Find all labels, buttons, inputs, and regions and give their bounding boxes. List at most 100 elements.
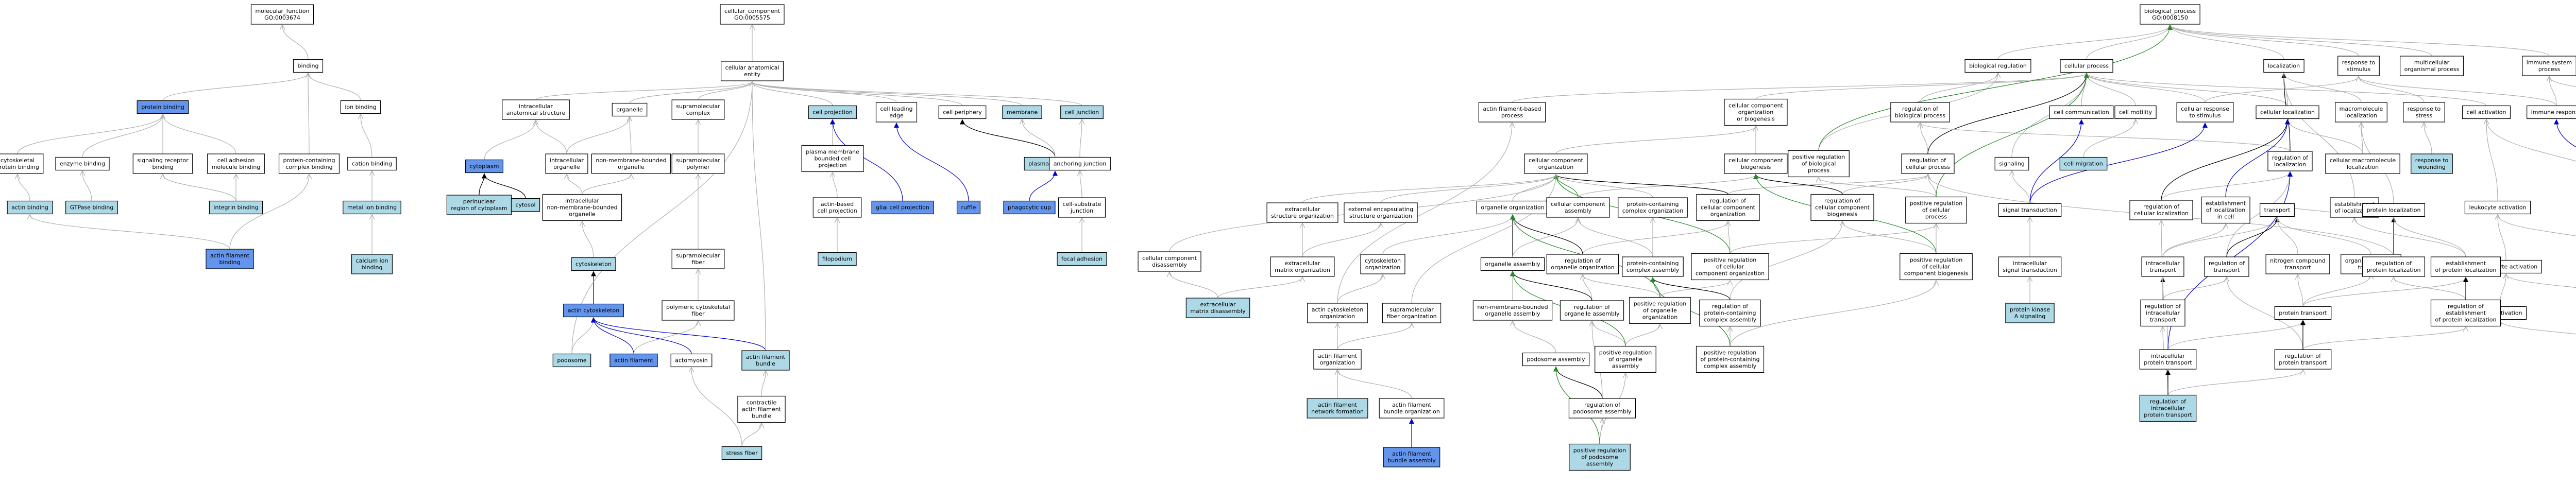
term-box <box>207 153 265 174</box>
term-label: cell projection <box>817 207 857 214</box>
term-box <box>2325 153 2400 174</box>
relation-edge-is_a <box>2302 327 2466 350</box>
relation-edge-is_a <box>566 117 630 154</box>
edge-line <box>2227 277 2303 350</box>
edge-line <box>163 115 236 154</box>
term-box <box>720 61 784 81</box>
edge-line <box>1920 123 1928 154</box>
edge-line <box>752 82 766 351</box>
relation-edge-is_a <box>2486 120 2576 162</box>
relation-edge-regulates <box>2226 217 2280 257</box>
term-node-binding: binding <box>293 59 324 73</box>
term-label: actin filament <box>210 252 250 259</box>
relation-edge-is_a <box>1337 324 1412 350</box>
term-box <box>1524 153 1588 174</box>
edge-line <box>2506 274 2576 288</box>
relation-edge-is_a <box>2394 218 2466 257</box>
edge-line <box>2498 215 2576 236</box>
term-box <box>2139 349 2197 370</box>
edge-line <box>1936 73 2089 197</box>
edge-line <box>1411 175 1556 304</box>
edge-line <box>1553 174 1728 195</box>
relation-edge-is_a <box>1555 127 1756 154</box>
term-label: organization <box>1320 313 1355 320</box>
term-box <box>1964 59 2031 73</box>
relation-edge-is_a <box>2087 74 2288 106</box>
term-label: organelle <box>616 107 643 113</box>
term-label: signaling receptor <box>137 157 189 164</box>
term-label: actin filament <box>746 354 786 360</box>
relation-edge-is_a <box>361 115 372 158</box>
term-box <box>347 157 397 171</box>
edge-line <box>1625 325 1660 346</box>
edge-line <box>82 171 92 201</box>
relation-edge-is_a <box>2486 120 2498 201</box>
term-box <box>2522 56 2576 76</box>
relation-edge-regulates <box>1510 271 1592 301</box>
term-box <box>2527 105 2576 119</box>
term-label: cytoskeleton <box>575 261 612 268</box>
relation-edge-is_a <box>1217 277 1302 299</box>
relation-edge-is_a <box>1920 123 1928 154</box>
term-label: cellular_component <box>724 8 781 14</box>
term-label: complex organization <box>1622 207 1684 214</box>
term-label: entity <box>744 71 760 78</box>
relation-edge-is_a <box>1512 74 2087 103</box>
term-label: extracellular <box>1200 301 1236 308</box>
term-label: contractile <box>747 400 777 406</box>
relation-edge-is_a <box>2302 275 2371 307</box>
term-node-cellperiph: cell periphery <box>938 105 987 119</box>
term-label: immune response <box>2531 109 2576 116</box>
edge-line <box>2287 120 2363 154</box>
edge-line <box>2359 77 2557 106</box>
relation-edge-regulates <box>1650 277 1731 300</box>
relation-edge-is_a <box>2500 321 2576 335</box>
term-label: cytoplasm <box>470 163 499 170</box>
edge-line <box>2554 119 2576 148</box>
edge-line <box>1920 123 2291 152</box>
term-label: cell migration <box>2064 161 2103 167</box>
term-box <box>2399 56 2464 76</box>
edge-line <box>2424 123 2432 154</box>
term-label: actin filament <box>1318 402 1358 408</box>
relation-edge-is_a <box>1411 175 1556 304</box>
relation-edge-regulates <box>1510 214 1583 255</box>
edge-line <box>484 120 536 160</box>
term-label: organismal process <box>2404 66 2460 73</box>
relation-edge-is_a <box>2087 74 2487 107</box>
term-node-integrinbind: integrin binding <box>209 200 263 215</box>
edge-line <box>1927 73 2089 154</box>
term-box <box>2059 157 2108 171</box>
term-label: intracellular <box>519 103 553 110</box>
term-box <box>720 4 785 25</box>
edge-line <box>1578 218 1653 257</box>
relation-edge-is_a <box>2359 77 2425 103</box>
term-label: complex <box>686 110 710 116</box>
edge-line <box>894 123 969 201</box>
term-label: intracellular <box>565 198 599 204</box>
term-box <box>1379 398 1445 419</box>
term-label: leukocyte activation <box>2469 204 2526 211</box>
term-node-ionbind: ion binding <box>340 100 381 114</box>
term-node-cellmotility: cell motility <box>2114 105 2157 119</box>
term-label: extracellular <box>1285 206 1320 213</box>
term-box <box>2139 394 2197 422</box>
edge-line <box>2087 74 2206 103</box>
edge-line <box>591 317 634 354</box>
term-node-intranonmemborg: intracellularnon-membrane-boundedorganel… <box>542 194 622 221</box>
term-label: cytosol <box>515 202 535 209</box>
term-label: structure organization <box>1349 213 1412 219</box>
